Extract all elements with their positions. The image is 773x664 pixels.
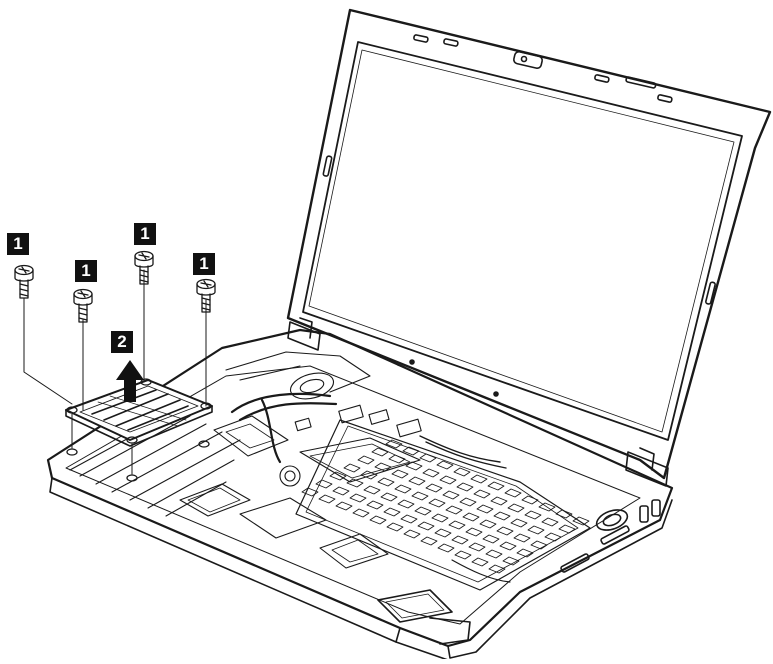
keyboard-contact-pad: [417, 521, 435, 531]
keyboard-contact-pad: [405, 461, 423, 471]
screw-leader-lines: [23, 269, 207, 475]
keyboard-contact-pad: [329, 471, 347, 481]
keyboard-contact-pad: [502, 556, 520, 566]
keyboard-contact-pad: [530, 540, 548, 550]
keyboard-contact-pad: [470, 474, 488, 484]
keyboard-contact-pad: [507, 503, 525, 513]
screw-step-callout: 1: [134, 223, 156, 245]
keyboard-contact-pad: [442, 490, 460, 500]
keyboard-contact-pad: [335, 501, 353, 511]
keyboard-contact-pad: [428, 498, 446, 508]
keyboard-contact-pad: [349, 493, 367, 503]
screw-step-callout: 1: [7, 233, 29, 255]
keyboard-contact-pad: [487, 481, 505, 491]
keyboard-contact-pad: [360, 470, 378, 480]
keyboard-contact-pad: [453, 467, 471, 477]
keyboard-contact-pad: [448, 520, 466, 530]
keyboard-contact-pad: [419, 453, 437, 463]
keyboard-contact-pad: [479, 519, 497, 529]
keyboard-contact-pad: [402, 446, 420, 456]
keyboard-contact-pad: [301, 487, 319, 497]
keyboard-contact-pad: [488, 564, 506, 574]
keyboard-contact-pad: [371, 447, 389, 457]
lift-step-callout: 2: [111, 331, 133, 353]
keyboard-contact-pad: [414, 506, 432, 516]
keyboard-contact-pad: [516, 548, 534, 558]
keyboard-contact-pad: [400, 514, 418, 524]
keyboard-contact-grid: [301, 439, 590, 574]
keyboard-contact-pad: [493, 511, 511, 521]
keyboard-contact-pad: [451, 535, 469, 545]
keyboard-contact-pad: [468, 542, 486, 552]
keyboard-contact-pad: [411, 491, 429, 501]
keyboard-contact-pad: [471, 557, 489, 567]
keyboard-contact-pad: [544, 532, 562, 542]
keyboard-contact-pad: [394, 484, 412, 494]
screw-step-callout: 1: [75, 260, 97, 282]
keyboard-contact-pad: [459, 497, 477, 507]
keyboard-contact-pad: [436, 460, 454, 470]
keyboard-contact-pad: [572, 516, 590, 526]
keyboard-contact-pad: [366, 500, 384, 510]
keyboard-contact-pad: [465, 527, 483, 537]
keyboard-contact-pad: [496, 526, 514, 536]
keyboard-contact-pad: [397, 499, 415, 509]
screw-holes: [66, 378, 212, 482]
keyboard-contact-pad: [352, 508, 370, 518]
keyboard-contact-pad: [425, 483, 443, 493]
keyboard-contact-pad: [456, 482, 474, 492]
keyboard-contact-pad: [363, 485, 381, 495]
keyboard-contact-pad: [343, 463, 361, 473]
keyboard-contact-pad: [437, 543, 455, 553]
keyboard-contact-pad: [527, 525, 545, 535]
keyboard-contact-pad: [454, 550, 472, 560]
keyboard-contact-pad: [439, 475, 457, 485]
keyboard-contact-pad: [385, 439, 403, 449]
keyboard-contact-pad: [485, 549, 503, 559]
keyboard-contact-pad: [332, 486, 350, 496]
keyboard-contact-pad: [524, 510, 542, 520]
keyboard-contact-pad: [482, 534, 500, 544]
keyboard-contact-pad: [473, 489, 491, 499]
display-lid: [286, 8, 772, 480]
keyboard-contact-pad: [357, 455, 375, 465]
keyboard-contact-pad: [462, 512, 480, 522]
lift-arrow-icon: [116, 360, 144, 402]
keyboard-contact-pad: [490, 496, 508, 506]
keyboard-contact-pad: [318, 494, 336, 504]
keyboard-contact-pad: [445, 505, 463, 515]
keyboard-contact-pad: [499, 541, 517, 551]
keyboard-contact-pad: [510, 518, 528, 528]
keyboard-contact-pad: [558, 524, 576, 534]
keyboard-contact-pad: [386, 522, 404, 532]
keyboard-contact-pad: [377, 477, 395, 487]
keyboard-contact-pad: [380, 492, 398, 502]
keyboard-contact-pad: [408, 476, 426, 486]
keyboard-contact-pad: [315, 479, 333, 489]
keyboard-contact-pad: [555, 509, 573, 519]
keyboard-contact-pad: [513, 533, 531, 543]
keyboard-contact-pad: [369, 515, 387, 525]
keyboard-contact-pad: [541, 517, 559, 527]
internal-components: [69, 351, 511, 583]
screw-step-callout: 1: [193, 253, 215, 275]
keyboard-contact-pad: [476, 504, 494, 514]
memory-card-icon: [65, 379, 213, 447]
keyboard-contact-pad: [431, 513, 449, 523]
keyboard-contact-pad: [403, 529, 421, 539]
base-chassis: [46, 328, 674, 661]
keyboard-contact-pad: [422, 468, 440, 478]
keyboard-contact-pad: [420, 536, 438, 546]
keyboard-contact-pad: [383, 507, 401, 517]
keyboard-contact-pad: [538, 502, 556, 512]
keyboard-contact-pad: [391, 469, 409, 479]
keyboard-contact-pad: [434, 528, 452, 538]
keyboard-contact-pad: [504, 488, 522, 498]
screw-icon: [14, 250, 216, 323]
keyboard-contact-pad: [521, 495, 539, 505]
